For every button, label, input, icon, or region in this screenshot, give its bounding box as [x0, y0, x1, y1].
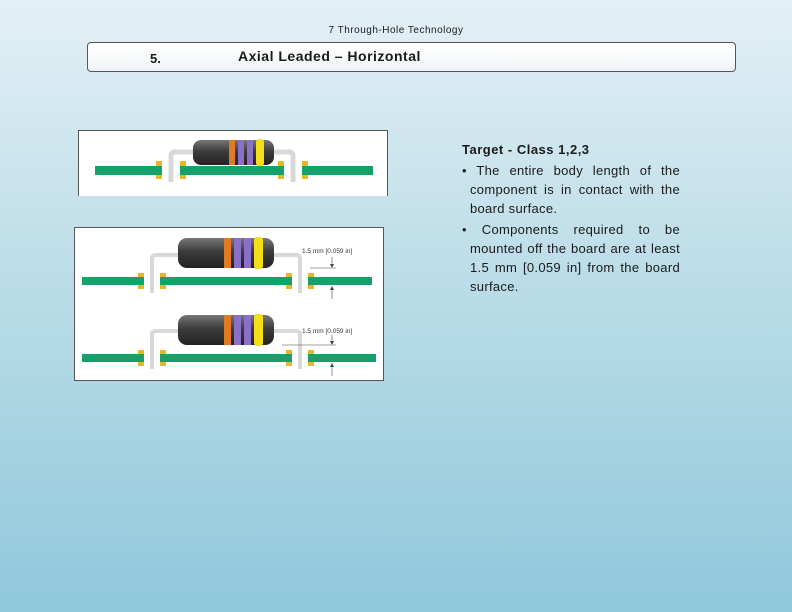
component-lead	[273, 149, 296, 182]
color-band	[244, 315, 251, 345]
solder-pad	[278, 175, 284, 179]
component-lead	[272, 329, 302, 369]
component-lead	[272, 253, 302, 293]
color-band	[238, 140, 244, 165]
criteria-text: Target - Class 1,2,3 • The entire body l…	[462, 140, 680, 298]
solder-pad	[156, 161, 162, 166]
solder-pad	[308, 273, 314, 277]
solder-pad	[180, 161, 186, 166]
solder-pad	[286, 273, 292, 277]
solder-pad	[302, 161, 308, 166]
dimension-label: 1.5 mm [0.059 in]	[302, 328, 352, 335]
color-band	[254, 314, 263, 346]
section-title: Axial Leaded – Horizontal	[238, 48, 421, 64]
component-lead	[150, 253, 180, 293]
solder-pad	[138, 273, 144, 277]
solder-pad	[308, 350, 314, 354]
color-band	[234, 238, 241, 268]
dimension-label: 1.5 mm [0.059 in]	[302, 248, 352, 255]
chapter-header: 7 Through-Hole Technology	[328, 25, 464, 36]
solder-pad	[160, 273, 166, 277]
component-lead	[150, 329, 180, 369]
solder-pad	[160, 350, 166, 354]
solder-pad	[308, 285, 314, 289]
solder-pad	[180, 175, 186, 179]
color-band	[224, 238, 231, 268]
section-number: 5.	[150, 51, 161, 66]
color-band	[234, 315, 241, 345]
solder-pad	[138, 362, 144, 366]
color-band	[256, 139, 264, 166]
pcb-board	[95, 166, 373, 175]
solder-pad	[302, 175, 308, 179]
color-band	[224, 315, 231, 345]
pcb-board	[82, 277, 372, 285]
solder-pad	[138, 285, 144, 289]
section-title-bar: 5. Axial Leaded – Horizontal	[87, 42, 736, 72]
target-class-heading: Target - Class 1,2,3	[462, 142, 590, 157]
solder-pad	[160, 285, 166, 289]
criteria-bullet: • Components required to be mounted off …	[462, 222, 680, 294]
resistor-flush-figure	[78, 130, 388, 196]
solder-pad	[138, 350, 144, 354]
solder-pad	[156, 175, 162, 179]
solder-pad	[308, 362, 314, 366]
component-lead	[168, 149, 194, 182]
color-band	[247, 140, 253, 165]
color-band	[244, 238, 251, 268]
solder-pad	[278, 161, 284, 166]
color-band	[254, 237, 263, 269]
color-band	[229, 140, 235, 165]
resistor-raised-figure: 1.5 mm [0.059 in] 1.5 mm [0.059 in]	[74, 227, 384, 381]
solder-pad	[160, 362, 166, 366]
criteria-bullet: • The entire body length of the componen…	[462, 163, 680, 216]
solder-pad	[286, 285, 292, 289]
solder-pad	[286, 350, 292, 354]
pcb-board	[82, 354, 376, 362]
solder-pad	[286, 362, 292, 366]
